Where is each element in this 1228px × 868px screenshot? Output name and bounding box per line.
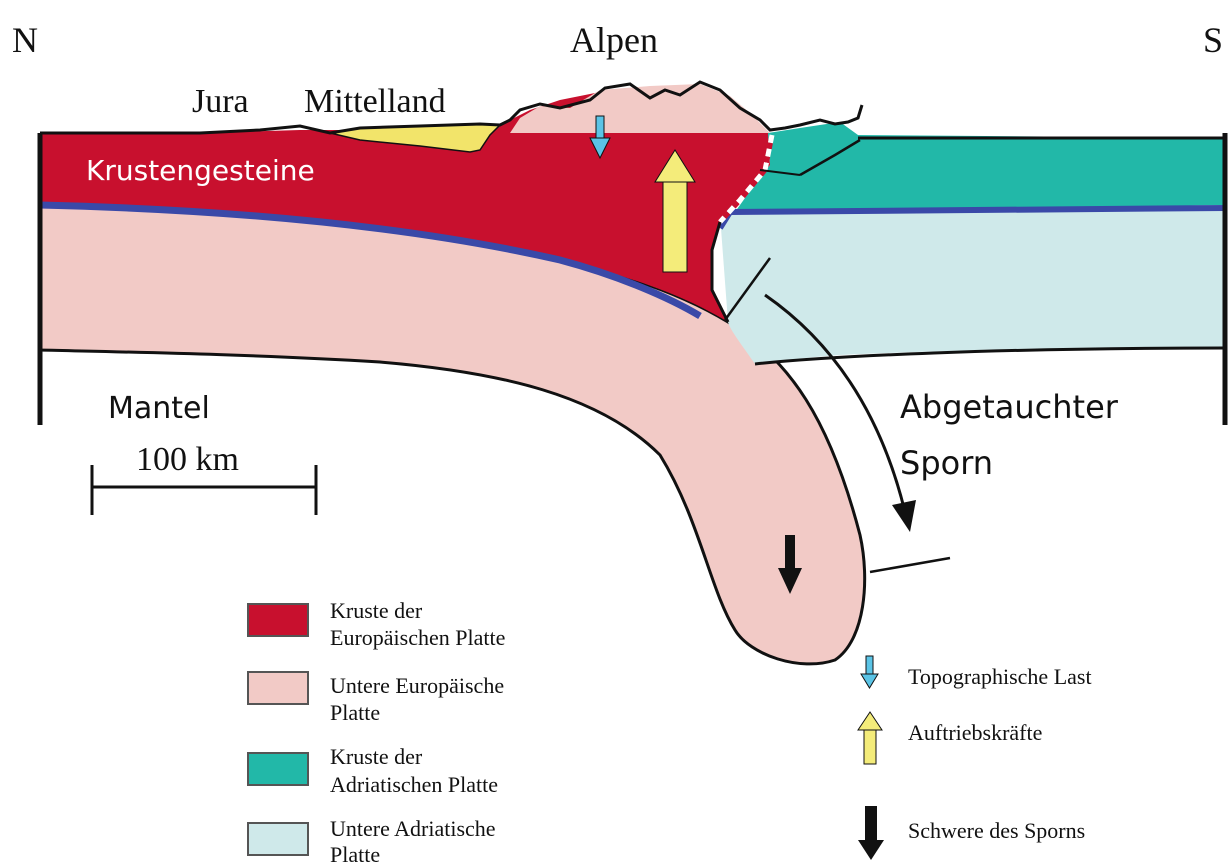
legend-label-topographic-load: Topographische Last <box>908 664 1092 689</box>
legend-label-adriatic-crust-1: Kruste der <box>330 744 423 769</box>
yellow-arrow-icon <box>858 712 882 764</box>
jura-label: Jura <box>192 83 249 120</box>
crust-rocks-label: Krustengesteine <box>86 154 315 187</box>
alps-label: Alpen <box>570 20 658 60</box>
blue-arrow-icon <box>861 656 878 688</box>
scale-bar-label: 100 km <box>136 441 239 478</box>
south-label: S <box>1203 20 1223 60</box>
legend-swatch-adriatic-crust <box>248 753 308 785</box>
legend-label-lower-european-2: Platte <box>330 700 380 725</box>
arrow-legend: Topographische Last Auftriebskräfte Schw… <box>858 656 1092 860</box>
legend-label-slab-weight: Schwere des Sporns <box>908 818 1085 843</box>
mantle-label: Mantel <box>108 391 210 426</box>
legend-swatch-lower-european <box>248 672 308 704</box>
adriatic-crust <box>735 122 1225 212</box>
legend-swatch-european-crust <box>248 604 308 636</box>
legend-label-adriatic-crust-2: Adriatischen Platte <box>330 772 498 797</box>
slab-sinking-arrowhead <box>892 500 916 532</box>
legend-label-european-crust-2: Europäischen Platte <box>330 625 505 650</box>
north-label: N <box>12 20 38 60</box>
legend-swatch-lower-adriatic <box>248 823 308 855</box>
lower-adriatic-plate <box>720 210 1225 364</box>
slab-break-line <box>870 558 950 572</box>
legend-label-buoyancy: Auftriebskräfte <box>908 720 1042 745</box>
legend-label-lower-adriatic-2: Platte <box>330 842 380 867</box>
legend-label-european-crust-1: Kruste der <box>330 598 423 623</box>
legend: Kruste der Europäischen Platte Untere Eu… <box>248 598 505 867</box>
legend-label-lower-european-1: Untere Europäische <box>330 673 504 698</box>
mittelland-label: Mittelland <box>304 83 446 120</box>
slab-label-line2: Sporn <box>900 444 993 482</box>
legend-label-lower-adriatic-1: Untere Adriatische <box>330 816 496 841</box>
slab-label-line1: Abgetauchter <box>900 388 1119 426</box>
black-arrow-icon <box>858 806 884 860</box>
